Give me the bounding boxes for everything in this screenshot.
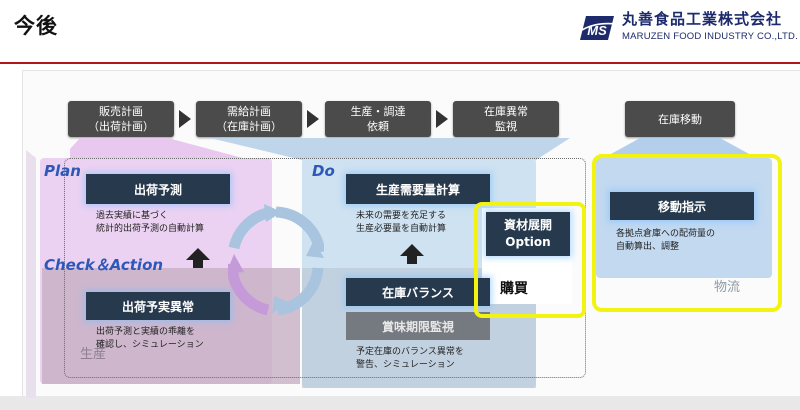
logo-mark-text: MS [587, 23, 607, 38]
process-label-line1: 在庫移動 [658, 112, 702, 126]
company-name-jp: 丸善食品工業株式会社 [622, 10, 783, 28]
arrow-right-icon [307, 110, 319, 128]
desc-line: 出荷予測と実績の乖離を [96, 327, 196, 337]
pdca-cycle-icon [228, 204, 324, 316]
up-arrow-icon [186, 248, 210, 260]
check-action-label: Check＆Action [44, 256, 164, 274]
process-inventory-transfer: 在庫移動 [625, 101, 735, 137]
maruzen-logo-icon: MS [580, 16, 617, 40]
shipment-forecast-desc: 過去実績に基づく 統計的出荷予測の自動計算 [96, 210, 204, 236]
process-production-request: 生産・調達 依頼 [325, 101, 431, 137]
desc-line: 自動算出、調整 [616, 242, 680, 252]
up-arrow-stem [407, 256, 417, 264]
company-name-en: MARUZEN FOOD INDUSTRY CO.,LTD. [622, 31, 798, 42]
production-label: 生産 [80, 347, 107, 362]
desc-line: 生産必要量を自動計算 [356, 224, 447, 234]
production-demand-box: 生産需要量計算 [346, 174, 490, 204]
bottom-bar [0, 396, 800, 410]
shipment-forecast-box: 出荷予測 [86, 174, 230, 204]
forecast-variance-desc: 出荷予測と実績の乖離を 確認し、シミュレーション [96, 326, 204, 352]
company-logo: MS 丸善食品工業株式会社 MARUZEN FOOD INDUSTRY CO.,… [576, 8, 798, 52]
process-label-line1: 生産・調達 [350, 105, 406, 118]
desc-line: 統計的出荷予測の自動計算 [96, 224, 205, 234]
process-label-line2: （在庫計画） [216, 120, 282, 133]
desc-line: 予定在庫のバランス異常を [356, 347, 464, 357]
expiry-monitoring-box: 賞味期限監視 [346, 312, 490, 340]
do-label: Do [312, 162, 335, 180]
process-label-line2: 依頼 [367, 120, 389, 133]
purchasing-highlight [474, 202, 586, 318]
desc-line: 警告、シミュレーション [356, 360, 455, 370]
transfer-instruction-desc: 各拠点倉庫への配荷量の 自動算出、調整 [616, 228, 715, 254]
production-demand-desc: 未来の需要を充足する 生産必要量を自動計算 [356, 210, 446, 236]
up-arrow-stem [193, 260, 203, 268]
purchasing-label: 購買 [500, 281, 528, 297]
process-label-line1: 在庫異常 [484, 105, 528, 118]
page-title: 今後 [14, 14, 58, 38]
desc-line: 未来の需要を充足する [356, 211, 447, 221]
process-label-line2: 監視 [495, 120, 517, 133]
desc-line: 確認し、シミュレーション [96, 340, 204, 350]
corner-triangle-icon [26, 150, 36, 398]
process-sales-plan: 販売計画 （出荷計画） [68, 101, 174, 137]
up-arrow-icon [400, 244, 424, 256]
process-label-line2: （出荷計画） [88, 120, 154, 133]
desc-line: 過去実績に基づく [96, 211, 169, 221]
inventory-balance-desc: 予定在庫のバランス異常を 警告、シミュレーション [356, 346, 464, 372]
arrow-right-icon [436, 110, 448, 128]
arrow-right-icon [179, 110, 191, 128]
inventory-balance-box: 在庫バランス [346, 278, 490, 306]
process-supply-demand-plan: 需給計画 （在庫計画） [196, 101, 302, 137]
header-divider [0, 62, 800, 64]
process-label-line1: 需給計画 [227, 105, 271, 118]
desc-line: 各拠点倉庫への配荷量の [616, 229, 716, 239]
process-label-line1: 販売計画 [99, 105, 143, 118]
materials-option-label: Option [505, 235, 551, 249]
materials-expansion-box: 資材展開 Option [486, 212, 570, 256]
logistics-highlight [592, 154, 782, 312]
transfer-instruction-box: 移動指示 [610, 192, 754, 220]
check-action-region [42, 268, 300, 384]
materials-expansion-label: 資材展開 [503, 218, 552, 232]
process-inventory-monitoring: 在庫異常 監視 [453, 101, 559, 137]
forecast-variance-box: 出荷予実異常 [86, 292, 230, 320]
logistics-label: 物流 [714, 280, 741, 295]
plan-label: Plan [44, 162, 81, 180]
